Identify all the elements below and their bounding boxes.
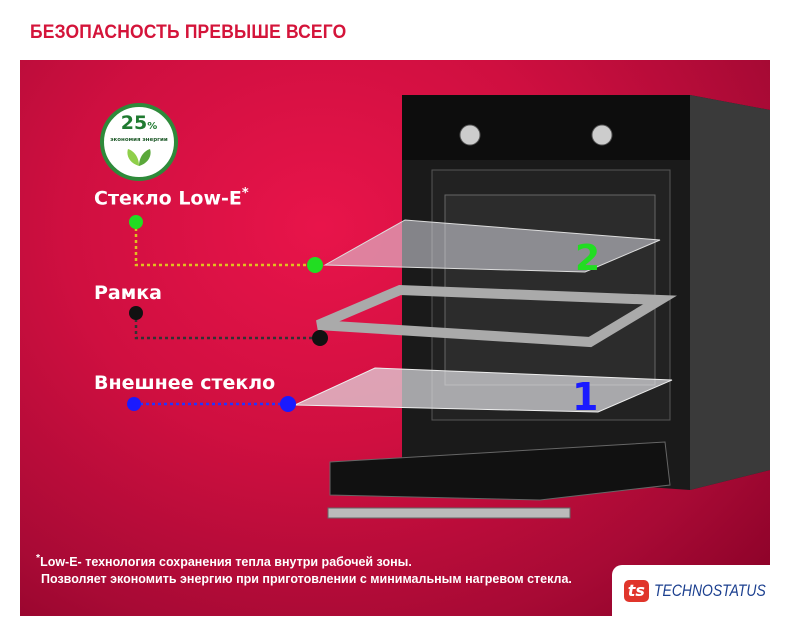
low-e-connector [134,222,315,267]
oven-side [690,95,770,490]
frame-target-dot [312,330,328,346]
logo-name: TECHNOSTATUS [653,581,766,600]
page-title: БЕЗОПАСНОСТЬ ПРЕВЫШЕ ВСЕГО [30,22,347,43]
glass-number-2: 2 [575,238,600,279]
knob-right [591,124,613,146]
badge-percent: 25 [120,112,148,134]
low-e-target-dot [307,257,323,273]
logo-mark: ts [624,580,649,602]
footnote-line-2: Позволяет экономить энергию при приготов… [41,572,572,586]
label-frame: Рамка [94,282,162,304]
leaf-icon [127,149,151,166]
oven-door [329,441,671,501]
outer-dot [127,397,141,411]
low-e-dot [129,215,143,229]
outer-glass [294,367,673,413]
control-panel [402,95,690,160]
badge-caption: экономия энергии [110,137,168,143]
frame-connector [134,313,320,340]
knob-left [459,124,481,146]
badge-percent-sign: % [147,121,158,132]
outer-target-dot [280,396,296,412]
energy-badge: 25% экономия энергии [100,103,178,181]
glass-frame [316,284,677,348]
label-low-e: Стекло Low-E* [94,186,249,210]
frame-dot [129,306,143,320]
label-outer-glass: Внешнее стекло [94,372,276,394]
door-handle [327,507,571,519]
inner-glass [323,219,661,273]
technostatus-logo: ts TECHNOSTATUS [612,565,790,617]
footnote-line-1: *Low-E- технология сохранения тепла внут… [36,553,412,570]
glass-number-1: 1 [572,375,598,419]
